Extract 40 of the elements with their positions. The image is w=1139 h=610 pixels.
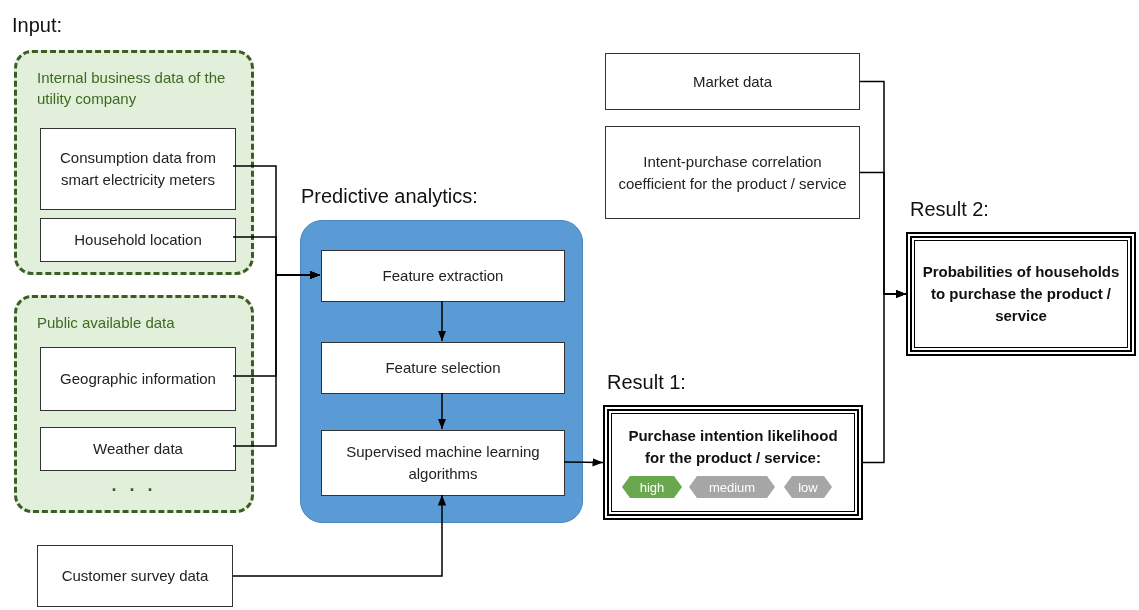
process-box <box>40 347 236 411</box>
group-container <box>14 295 254 513</box>
process-box <box>40 128 236 210</box>
result-heading: Result 1: <box>607 371 686 394</box>
box-text: Market data <box>692 71 773 92</box>
connector-arrow <box>437 300 447 342</box>
connector-arrow <box>563 458 604 467</box>
box-text: Customer survey data <box>61 566 209 587</box>
box-text: Intent-purchase correlation coefficient for the product / service <box>617 151 848 194</box>
process-box <box>37 545 233 607</box>
connector-arrow <box>437 392 447 430</box>
rating-tag: medium <box>689 476 775 498</box>
box-text: Weather data <box>93 439 183 460</box>
connector-arrow <box>232 270 321 447</box>
connector-arrow <box>232 494 447 577</box>
rating-tag: low <box>784 476 832 498</box>
section-heading: Input: <box>12 14 63 37</box>
process-box <box>605 53 860 110</box>
result-text: Purchase intention likelihood for the product / service: <box>627 426 839 468</box>
process-box <box>40 427 236 471</box>
group-container <box>14 50 254 275</box>
ellipsis: . . . <box>110 475 158 496</box>
rating-tag: high <box>622 476 682 498</box>
box-text: Consumption data from smart electricity meters <box>59 148 217 190</box>
process-box <box>321 250 565 302</box>
panel-heading: Predictive analytics: <box>301 185 478 208</box>
process-box <box>321 430 565 496</box>
result-heading: Result 2: <box>910 198 989 221</box>
box-text: Supervised machine learning algorithms <box>345 442 541 484</box>
box-text: Feature extraction <box>382 266 504 287</box>
process-box <box>605 126 860 219</box>
group-heading: Public available data <box>37 313 176 333</box>
group-heading: Internal business data of the utility company <box>37 68 227 109</box>
result-text: Probabilities of households to purchase the product / service <box>922 262 1120 326</box>
box-text: Feature selection <box>385 358 501 379</box>
box-text: Geographic information <box>60 369 216 390</box>
process-box <box>321 342 565 394</box>
connector-arrow <box>862 289 907 464</box>
process-box <box>40 218 236 262</box>
box-text: Household location <box>74 230 202 251</box>
